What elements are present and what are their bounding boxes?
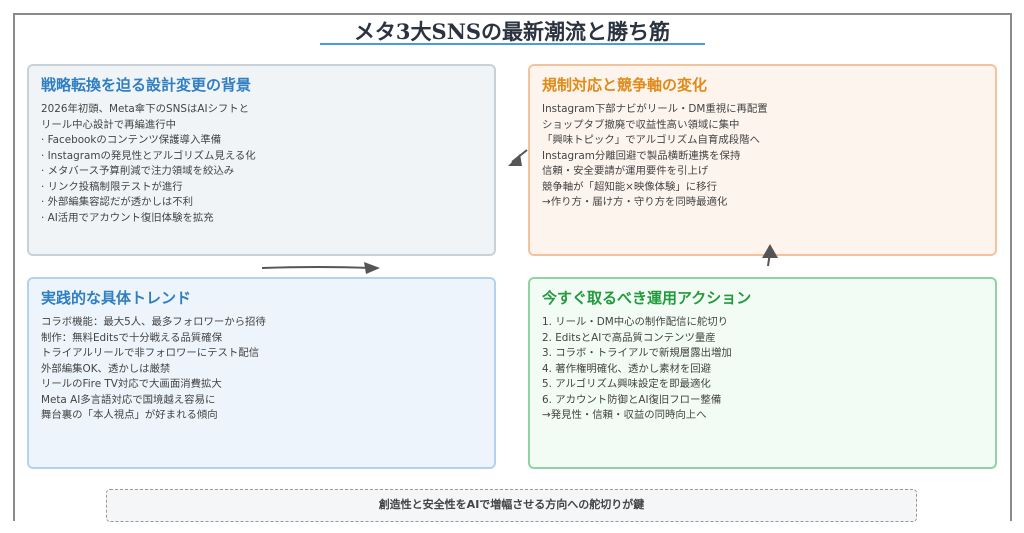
footer-banner: 創造性と安全性をAIで増幅させる方向への舵切りが鍵 — [106, 489, 917, 522]
section-line: 1. リール・DM中心の制作配信に舵切り — [542, 316, 729, 328]
section-line: 信頼・安全要請が運用要件を引上げ — [542, 165, 709, 177]
actions-section: 今すぐ取るべき運用アクション 1. リール・DM中心の制作配信に舵切り 2. Ed… — [528, 277, 997, 469]
section-line: · Instagramの発見性とアルゴリズム見える化 — [41, 149, 256, 162]
section-heading: 規制対応と競争軸の変化 — [542, 76, 708, 94]
section-line: · リンク投稿制限テストが進行 — [41, 180, 183, 193]
arrow-right — [261, 266, 371, 269]
section-line: · Facebookのコンテンツ保護導入準備 — [41, 134, 222, 146]
arrow-right-head — [364, 262, 380, 274]
section-line: 制作：無料Editsで十分戦える品質確保 — [41, 331, 223, 344]
arrow-up-head — [762, 244, 778, 258]
section-line: リールのFire TV対応で大画面消費拡大 — [41, 378, 222, 390]
section-line: コラボ機能：最大5人、最多フォロワーから招待 — [41, 316, 266, 328]
section-line: 6. アカウント防御とAI復旧フロー整備 — [542, 393, 722, 406]
background-section: 戦略転換を迫る設計変更の背景 2026年初頭、Meta傘下のSNSはAIシフトと… — [27, 64, 496, 256]
section-line: 5. アルゴリズム興味設定を即最適化 — [542, 378, 711, 390]
section-line: 4. 著作権明確化、透かし素材を回避 — [542, 362, 712, 375]
section-line: ショップタブ撤廃で収益性高い領域に集中 — [542, 118, 740, 131]
section-line: 2026年初頭、Meta傘下のSNSはAIシフトと — [41, 103, 250, 115]
section-line: 競争軸が「超知能×映像体験」に移行 — [542, 180, 717, 193]
arrow-left-head — [508, 154, 522, 166]
section-line: リール中心設計で再編進行中 — [41, 118, 177, 131]
regulation-section: 規制対応と競争軸の変化 Instagram下部ナビがリール・DM重視に再配置ショ… — [528, 64, 997, 256]
section-line: 2. EditsとAIで高品質コンテンツ量産 — [542, 331, 716, 344]
section-line: →発見性・信頼・収益の同時向上へ — [542, 409, 707, 421]
section-heading: 実践的な具体トレンド — [41, 289, 192, 307]
diagram-frame — [13, 13, 1012, 521]
page-title: メタ3大SNSの最新潮流と勝ち筋 — [353, 19, 671, 44]
trends-section: 実践的な具体トレンド コラボ機能：最大5人、最多フォロワーから招待制作：無料Ed… — [27, 277, 496, 469]
section-heading: 戦略転換を迫る設計変更の背景 — [41, 76, 252, 94]
section-line: Meta AI多言語対応で国境越え容易に — [41, 393, 216, 406]
section-heading: 今すぐ取るべき運用アクション — [542, 289, 752, 307]
section-line: トライアルリールで非フォロワーにテスト配信 — [41, 347, 260, 359]
section-line: Instagram下部ナビがリール・DM重視に再配置 — [542, 103, 768, 115]
section-line: 「興味トピック」でアルゴリズム自育成段階へ — [542, 134, 760, 146]
section-line: · 外部編集容認だが透かしは不利 — [41, 196, 194, 208]
title-underline — [320, 43, 705, 45]
section-line: Instagram分離回避で製品横断連携を保持 — [542, 149, 741, 162]
section-line: 3. コラボ・トライアルで新規層露出増加 — [542, 347, 732, 359]
section-line: 外部編集OK、透かしは厳禁 — [41, 362, 171, 375]
section-line: →作り方・届け方・守り方を同時最適化 — [542, 196, 728, 208]
section-line: 舞台裏の「本人視点」が好まれる傾向 — [41, 409, 218, 421]
section-line: · メタバース予算削減で注力領域を絞込み — [41, 165, 235, 177]
section-line: · AI活用でアカウント復旧体験を拡充 — [41, 211, 214, 224]
